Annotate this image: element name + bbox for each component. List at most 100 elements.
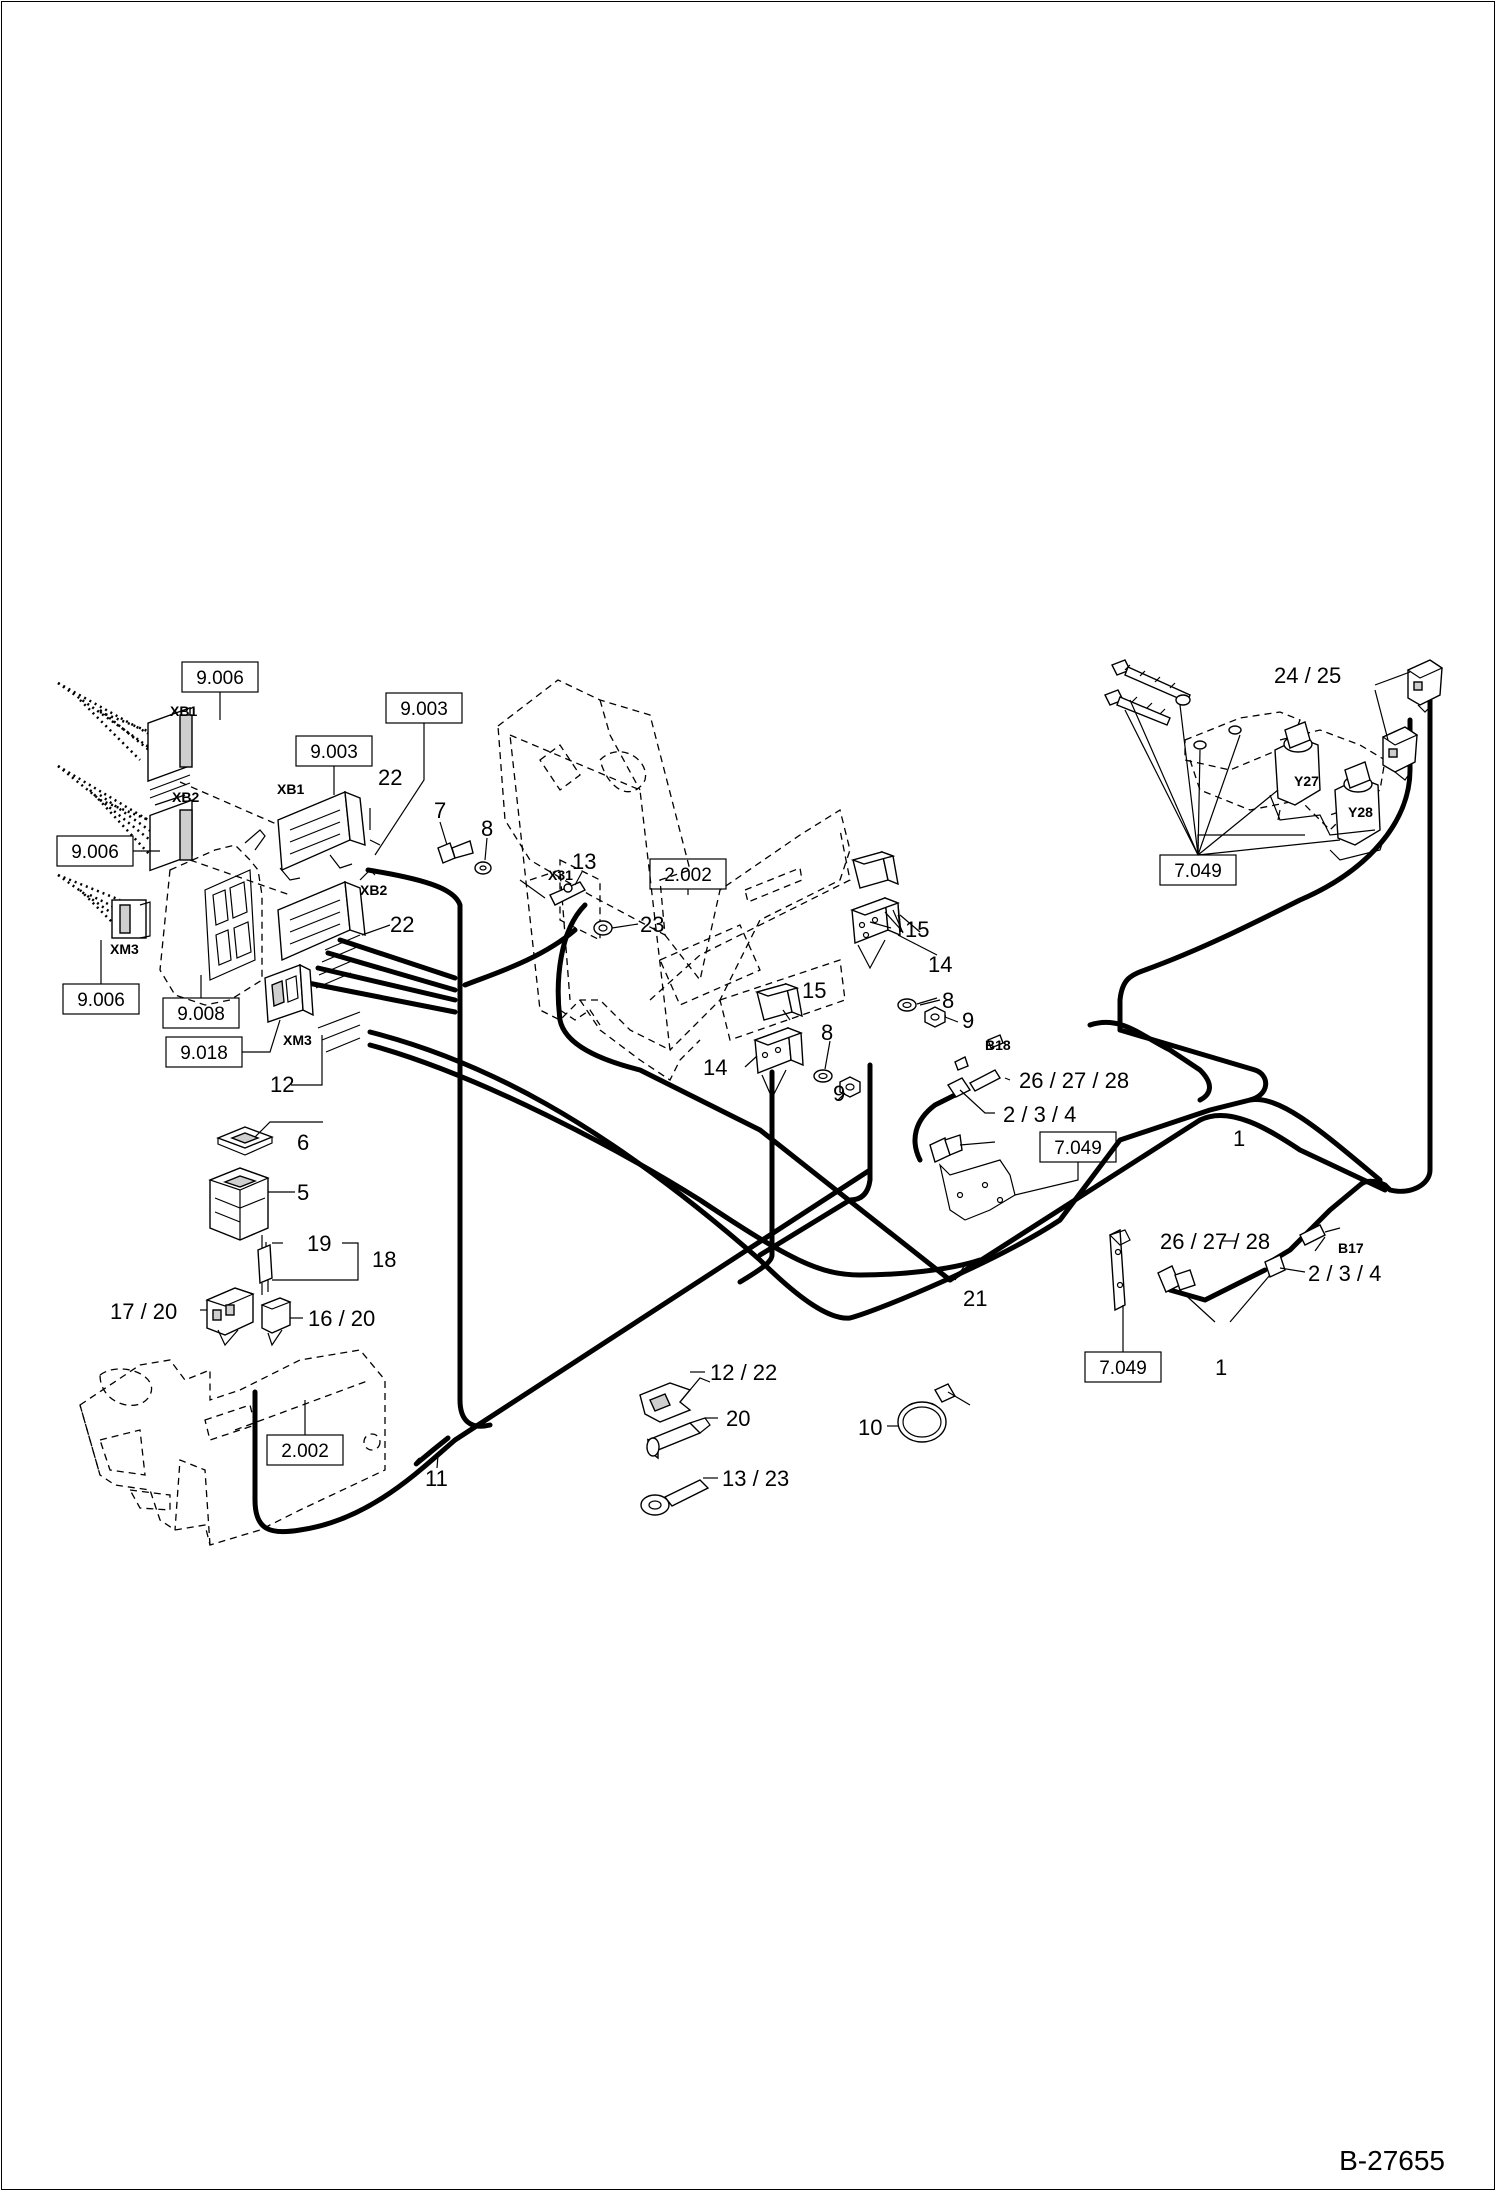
relay-socket-14-lower xyxy=(753,1026,804,1100)
pin-19 xyxy=(257,1235,273,1295)
callout-20: 20 xyxy=(726,1406,750,1431)
label-xm3-mid: XM3 xyxy=(283,1032,312,1048)
callout-16-20: 16 / 20 xyxy=(308,1306,375,1331)
label-y28: Y28 xyxy=(1348,804,1373,820)
callout-13-23: 13 / 23 xyxy=(722,1466,789,1491)
washer-8-top xyxy=(474,861,492,875)
callout-5: 5 xyxy=(297,1180,309,1205)
washer-8-upper xyxy=(897,998,917,1012)
callout-8-top: 8 xyxy=(481,816,493,841)
reference-box: 9.006 xyxy=(62,983,140,1015)
callout-numbers: 1 1 2 / 3 / 4 2 / 3 / 4 5 6 7 8 8 8 9 9 … xyxy=(110,663,1381,1491)
harness-21 xyxy=(555,697,1433,1303)
label-xb2-left: XB2 xyxy=(172,789,199,805)
callout-2-3-4-b18: 2 / 3 / 4 xyxy=(1003,1102,1076,1127)
relay-15-lower xyxy=(754,982,803,1021)
callout-1-b18: 1 xyxy=(1233,1126,1245,1151)
reference-box: 9.003 xyxy=(295,735,373,767)
reference-box: 9.006 xyxy=(181,661,259,693)
ref-9006-mid: 9.006 xyxy=(71,842,119,863)
xm3-left-connector xyxy=(57,873,151,939)
bolt-7 xyxy=(437,840,474,864)
callout-11: 11 xyxy=(425,1466,448,1491)
plug-24-25-lower xyxy=(1381,726,1419,781)
callout-8-lower: 8 xyxy=(821,1020,833,1045)
terminal-12-22 xyxy=(639,1377,711,1423)
xb1-mid-connector xyxy=(179,781,366,896)
xb2-mid-connector xyxy=(277,869,376,962)
ref-9006-top: 9.006 xyxy=(196,668,244,689)
plug-24-25-upper xyxy=(1406,659,1444,713)
reference-box: 7.049 xyxy=(1159,854,1237,886)
label-y27: Y27 xyxy=(1294,773,1319,789)
pins-22 xyxy=(315,839,381,1053)
callout-12: 12 xyxy=(270,1072,294,1097)
callout-8-upper: 8 xyxy=(942,988,954,1013)
xb1-left-connector xyxy=(57,681,193,806)
ring-terminal-13-23 xyxy=(640,1479,710,1516)
ref-9003-b: 9.003 xyxy=(310,742,358,763)
callout-26-27-28-b17: 26 / 27 / 28 xyxy=(1160,1229,1270,1254)
callout-22-top: 22 xyxy=(378,765,402,790)
label-xm3-left: XM3 xyxy=(110,941,139,957)
callout-1-b17: 1 xyxy=(1215,1355,1227,1380)
ref-9003-a: 9.003 xyxy=(400,699,448,720)
switch-cover-6 xyxy=(216,1126,274,1156)
ref-2002-frame: 2.002 xyxy=(664,865,712,886)
xm3-mid-connector xyxy=(264,963,314,1023)
callout-21: 21 xyxy=(963,1286,987,1311)
document-number: B-27655 xyxy=(1339,2145,1445,2176)
ref-9006-bot: 9.006 xyxy=(77,990,125,1011)
sensor-b17 xyxy=(1108,1224,1341,1312)
reference-box: 9.008 xyxy=(162,997,240,1029)
callout-22-lower: 22 xyxy=(390,912,414,937)
callout-10: 10 xyxy=(858,1415,882,1440)
label-xb2-mid: XB2 xyxy=(360,882,387,898)
rocker-switch-5 xyxy=(208,1167,270,1241)
reference-box: 2.002 xyxy=(266,1434,344,1466)
ring-terminal-23 xyxy=(593,920,613,936)
callout-26-27-28-b18: 26 / 27 / 28 xyxy=(1019,1068,1129,1093)
harness-11 xyxy=(252,867,1269,1535)
callout-14-lower: 14 xyxy=(703,1055,727,1080)
callout-15-upper: 15 xyxy=(905,917,929,942)
callout-13: 13 xyxy=(572,849,596,874)
housing-16-20 xyxy=(260,1297,292,1347)
connector-labels: XB1 XB2 XM3 XB1 XB2 XM3 X31 B18 B17 Y27 … xyxy=(110,703,1373,1256)
callout-7: 7 xyxy=(434,798,446,823)
callout-17-20: 17 / 20 xyxy=(110,1299,177,1324)
label-b18: B18 xyxy=(985,1037,1011,1053)
terminal-20 xyxy=(646,1417,711,1460)
reference-box: 7.049 xyxy=(1084,1351,1162,1383)
callout-12-22: 12 / 22 xyxy=(710,1360,777,1385)
label-xb1-left: XB1 xyxy=(170,703,197,719)
valve-assembly-y27-y28 xyxy=(1104,659,1386,861)
reference-box: 9.018 xyxy=(165,1036,243,1068)
ref-9018: 9.018 xyxy=(180,1043,228,1064)
sensor-b18 xyxy=(929,1034,1016,1221)
leader-lines xyxy=(100,671,1411,1479)
reference-box: 9.003 xyxy=(385,692,463,724)
callout-18: 18 xyxy=(372,1247,396,1272)
ref-7049-b18: 7.049 xyxy=(1054,1138,1102,1159)
label-xb1-mid: XB1 xyxy=(277,781,304,797)
callout-14-upper: 14 xyxy=(928,952,952,977)
callout-15-lower: 15 xyxy=(802,978,826,1003)
reference-box: 9.006 xyxy=(56,835,134,867)
cable-tie-10 xyxy=(897,1383,971,1443)
nut-9-lower xyxy=(839,1076,861,1098)
x31-terminal xyxy=(519,879,587,906)
ref-9008: 9.008 xyxy=(177,1004,225,1025)
callout-2-3-4-b17: 2 / 3 / 4 xyxy=(1308,1261,1381,1286)
callout-19: 19 xyxy=(307,1231,331,1256)
callout-9-upper: 9 xyxy=(962,1008,974,1033)
ref-2002-bottom: 2.002 xyxy=(281,1441,329,1462)
label-b17: B17 xyxy=(1338,1240,1364,1256)
ref-7049-b17: 7.049 xyxy=(1099,1358,1147,1379)
callout-6: 6 xyxy=(297,1130,309,1155)
callout-9-lower: 9 xyxy=(833,1081,845,1106)
label-x31: X31 xyxy=(548,867,573,883)
